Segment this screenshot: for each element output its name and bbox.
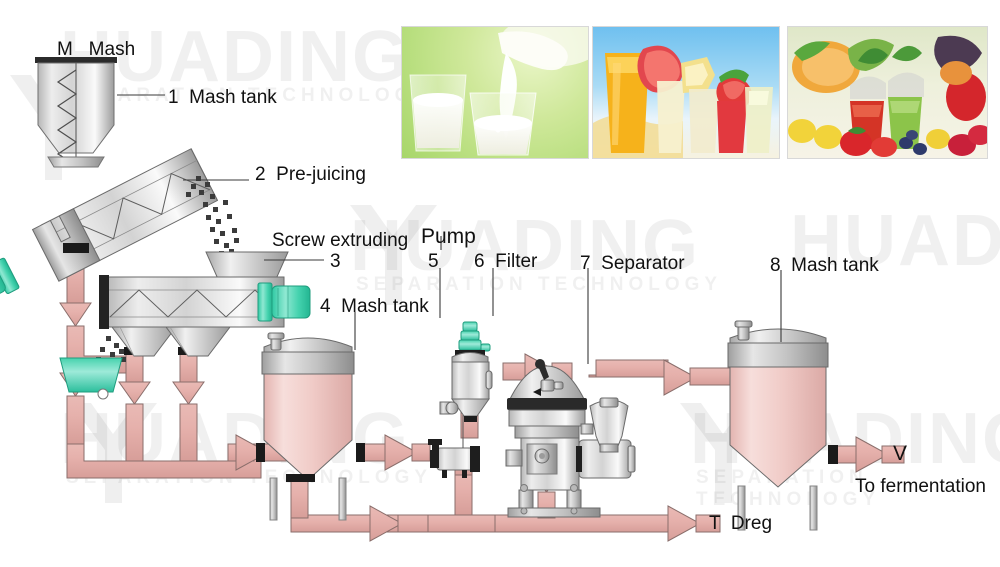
label-mash-tank-8-num: 8 [770, 255, 781, 276]
label-pump-title: Pump [421, 225, 476, 248]
leader-lines [117, 94, 782, 364]
photo-milk [401, 26, 589, 159]
photo-veg [787, 26, 988, 159]
label-mash-tank-4: 4 Mash tank [320, 297, 429, 316]
equipment-mash-tank-8 [727, 320, 829, 531]
label-dreg-t-num: T [709, 513, 721, 534]
label-to-fermentation-v: V [893, 442, 908, 465]
label-to-fermentation: To fermentation [855, 476, 986, 497]
equipment-pump-5 [428, 400, 480, 478]
label-separator-7-text: Separator [601, 253, 685, 274]
equipment-mash-tank-1 [35, 57, 117, 168]
label-separator-7-num: 7 [580, 253, 591, 274]
label-mash-tank-4-num: 4 [320, 296, 331, 317]
label-dreg-t: T Dreg [709, 514, 772, 533]
label-mash-tank-1: 1 Mash tank [168, 88, 277, 107]
label-pre-juicing-2-num: 2 [255, 164, 266, 185]
equipment-screw-extruding-3 [99, 251, 311, 357]
label-separator-7: 7 Separator [580, 254, 685, 273]
photo-juice [592, 26, 780, 159]
label-screw-extruding-title: Screw extruding [272, 230, 409, 251]
label-pump-5: 5 [428, 251, 439, 272]
label-pre-juicing-2-text: Pre-juicing [276, 164, 366, 185]
label-filter-6-num: 6 [474, 251, 485, 272]
label-mash-tank-1-num: 1 [168, 87, 179, 108]
label-mash-inlet-num: M [57, 39, 73, 60]
label-dreg-t-text: Dreg [730, 513, 773, 534]
label-mash-tank-4-text: Mash tank [341, 296, 429, 317]
falling-solids-1 [186, 176, 239, 256]
pre-juicer-discharge [63, 243, 89, 253]
equipment-mash-tank-4 [261, 332, 355, 521]
logo-mark-icon-2 [350, 205, 437, 305]
label-filter-6-text: Filter [495, 251, 538, 272]
label-pre-juicing-2: 2 Pre-juicing [255, 165, 366, 184]
label-screw-extruding-3: 3 [330, 251, 341, 272]
collection-bin [59, 357, 123, 400]
label-mash-tank-8-text: Mash tank [791, 255, 879, 276]
equipment-filter-6 [439, 321, 493, 422]
label-mash-tank-8: 8 Mash tank [770, 256, 879, 275]
label-filter-6: 6 Filter [474, 252, 537, 271]
label-mash-inlet-text: Mash [88, 39, 136, 60]
label-mash-tank-1-text: Mash tank [189, 87, 277, 108]
label-mash-inlet: M Mash [57, 40, 135, 59]
equipment-separator-7 [505, 359, 636, 518]
